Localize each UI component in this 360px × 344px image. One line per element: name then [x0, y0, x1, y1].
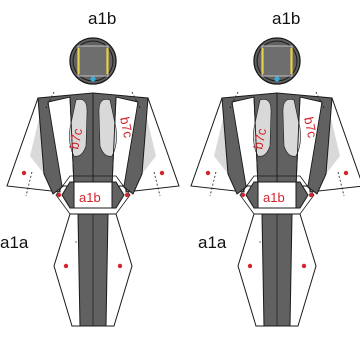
head-label: a1b	[272, 9, 300, 28]
center-label: a1b	[263, 190, 285, 205]
panel-label-right: b7c	[117, 116, 136, 140]
head-label: a1b	[88, 9, 116, 28]
panel-label-right: b7c	[301, 116, 320, 140]
center-label: a1b	[79, 190, 101, 205]
figure-right: a1b a1a b7c b7c a1b	[189, 9, 360, 328]
figure-left: a1b a1a b7c b7c a1b	[0, 9, 181, 328]
panel-label-left: b7c	[250, 127, 269, 151]
side-label: a1a	[198, 233, 227, 252]
side-label: a1a	[0, 233, 29, 252]
panel-label-left: b7c	[66, 127, 85, 151]
